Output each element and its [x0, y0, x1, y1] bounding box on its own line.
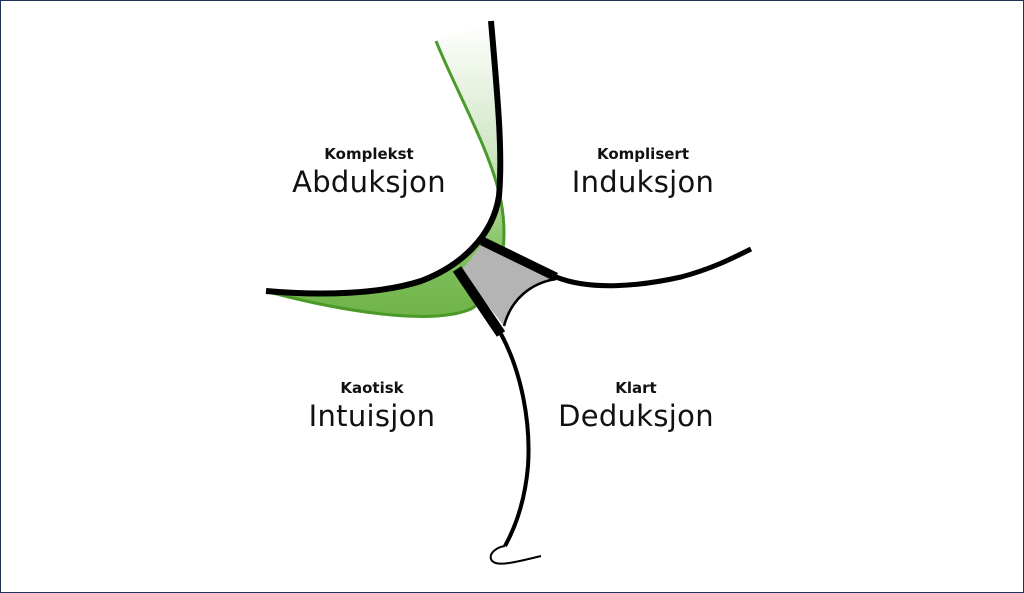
cliff-curl — [489, 545, 542, 565]
domain-method: Intuisjon — [308, 399, 436, 433]
domain-complicated: Komplisert Induksjon — [523, 145, 763, 201]
domain-method: Abduksjon — [292, 165, 446, 199]
domain-clear: Klart Deduksjon — [516, 379, 756, 435]
domain-complex: Komplekst Abduksjon — [249, 145, 489, 201]
domain-name: Klart — [615, 379, 657, 397]
domain-method: Deduksjon — [558, 399, 714, 433]
domain-name: Komplisert — [597, 145, 689, 163]
boundary-complicated-thick — [480, 236, 558, 282]
boundary-clear — [499, 333, 531, 547]
domain-name: Kaotisk — [340, 379, 404, 397]
domain-name: Komplekst — [324, 145, 414, 163]
domain-method: Induksjon — [571, 165, 715, 199]
disorder-zone — [461, 241, 556, 326]
boundary-clear-thick — [452, 266, 506, 337]
domain-chaotic: Kaotisk Intuisjon — [252, 379, 492, 435]
boundary-complicated — [480, 238, 753, 289]
disorder-edge — [502, 277, 557, 327]
boundary-complex — [265, 20, 504, 297]
